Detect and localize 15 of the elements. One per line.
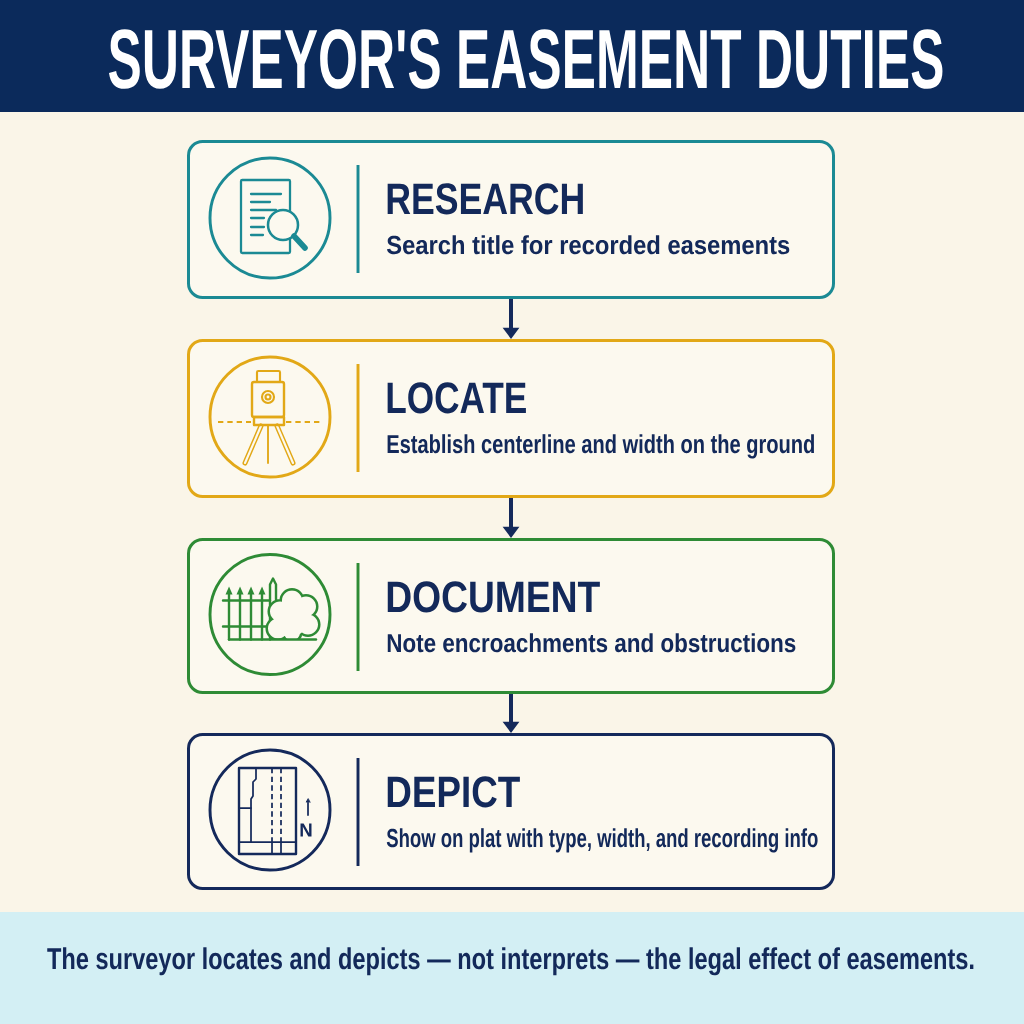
step-description: Show on plat with type, width, and recording info <box>386 828 818 853</box>
caption-band: The surveyor locates and depicts — not interprets — the legal effect of easements. <box>0 912 1024 1024</box>
title-banner: SURVEYOR'S EASEMENT DUTIES <box>0 0 1024 112</box>
step-card <box>187 339 835 498</box>
step-card <box>187 538 835 694</box>
step-description: Note encroachments and obstructions <box>387 633 796 653</box>
step-description: Search title for recorded easements <box>386 235 790 255</box>
step-description: Establish centerline and width on the ground <box>387 434 814 459</box>
step-card <box>187 733 835 890</box>
step-heading: DOCUMENT <box>387 581 600 613</box>
step-heading: DEPICT <box>387 776 520 808</box>
step-heading: LOCATE <box>387 382 526 414</box>
north-label: N <box>300 823 312 837</box>
step-heading: RESEARCH <box>387 183 583 215</box>
step-card <box>187 140 835 299</box>
